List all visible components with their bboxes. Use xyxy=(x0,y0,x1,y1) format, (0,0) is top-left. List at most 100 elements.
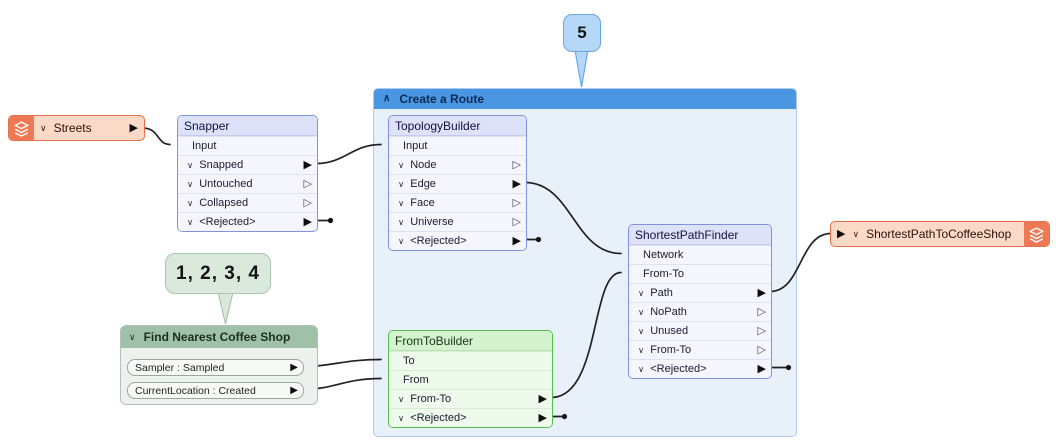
port-row-nopath[interactable]: ∨ NoPath ▷ xyxy=(629,302,771,321)
output-port-icon[interactable]: ▶ xyxy=(512,177,521,190)
annotation-callout-5[interactable]: 5 xyxy=(563,14,601,52)
output-port-icon[interactable]: ▶ xyxy=(757,362,766,375)
collapsed-bookmark-header[interactable]: ∨ Find Nearest Coffee Shop xyxy=(121,326,317,348)
transformer-title[interactable]: FromToBuilder xyxy=(389,331,552,351)
reader-node-streets[interactable]: ∨ Streets ▶ xyxy=(8,115,145,141)
port-row-unused[interactable]: ∨ Unused ▷ xyxy=(629,321,771,340)
chevron-down-icon[interactable]: ∨ xyxy=(398,235,405,246)
port-row-network[interactable]: ▶ Network xyxy=(629,245,771,264)
port-row-untouched[interactable]: ∨ Untouched ▷ xyxy=(178,174,317,193)
collapse-up-icon[interactable]: ∧ xyxy=(383,93,391,104)
output-port-icon[interactable]: ▷ xyxy=(303,196,312,209)
port-row-node[interactable]: ∨ Node ▷ xyxy=(389,155,526,174)
chevron-down-icon[interactable]: ∨ xyxy=(398,216,405,227)
port-row-collapsed[interactable]: ∨ Collapsed ▷ xyxy=(178,193,317,212)
input-port-icon[interactable]: ▶ xyxy=(629,268,630,280)
transformer-title[interactable]: Snapper xyxy=(178,116,317,136)
transformer-title[interactable]: ShortestPathFinder xyxy=(629,225,771,245)
chevron-down-icon[interactable]: ∨ xyxy=(398,197,405,208)
transformer-shortest-path-finder[interactable]: ShortestPathFinder ▶ Network ▶ From-To ∨… xyxy=(628,224,772,379)
port-row-edge[interactable]: ∨ Edge ▶ xyxy=(389,174,526,193)
writer-node-shortest-path-to-coffee-shop[interactable]: ▶ ∨ ShortestPathToCoffeeShop xyxy=(830,221,1050,247)
writer-input-port-icon[interactable]: ▶ xyxy=(837,227,846,240)
output-port-icon[interactable]: ▷ xyxy=(757,343,766,356)
output-port-icon[interactable]: ▶ xyxy=(303,215,312,228)
port-label: Untouched xyxy=(199,178,253,190)
collapsed-output-currentlocation-created[interactable]: CurrentLocation : Created ▶ xyxy=(127,382,304,399)
output-port-icon[interactable]: ▷ xyxy=(512,196,521,209)
input-port-icon[interactable]: ▶ xyxy=(389,355,390,367)
reader-label: Streets xyxy=(53,121,92,135)
chevron-down-icon[interactable]: ∨ xyxy=(187,178,194,189)
chevron-down-icon[interactable]: ∨ xyxy=(187,197,194,208)
port-label: <Rejected> xyxy=(410,412,467,424)
chevron-down-icon[interactable]: ∨ xyxy=(638,306,645,317)
output-port-icon[interactable]: ▶ xyxy=(303,158,312,171)
port-label: <Rejected> xyxy=(199,216,256,228)
port-label: <Rejected> xyxy=(650,363,707,375)
annotation-callout-1234[interactable]: 1, 2, 3, 4 xyxy=(165,253,271,294)
chevron-down-icon[interactable]: ∨ xyxy=(638,344,645,355)
bookmark-title: Create a Route xyxy=(399,92,485,106)
output-port-icon[interactable]: ▶ xyxy=(290,361,298,373)
port-row-input[interactable]: ▶ Input xyxy=(389,136,526,155)
chevron-down-icon[interactable]: ∨ xyxy=(398,159,405,170)
input-port-icon[interactable]: ▶ xyxy=(389,374,390,386)
chevron-down-icon[interactable]: ∨ xyxy=(638,325,645,336)
output-port-icon[interactable]: ▷ xyxy=(512,215,521,228)
output-port-icon[interactable]: ▶ xyxy=(538,392,547,405)
port-row-rejected[interactable]: ∨ <Rejected> ▶ xyxy=(389,408,552,427)
output-port-icon[interactable]: ▶ xyxy=(538,411,547,424)
port-row-fromto-input[interactable]: ▶ From-To xyxy=(629,264,771,283)
output-port-icon[interactable]: ▶ xyxy=(512,234,521,247)
transformer-snapper[interactable]: Snapper ▶ Input ∨ Snapped ▶ ∨ Untouched … xyxy=(177,115,318,232)
chevron-down-icon[interactable]: ∨ xyxy=(187,216,194,227)
output-port-icon[interactable]: ▶ xyxy=(290,384,298,396)
chevron-down-icon[interactable]: ∨ xyxy=(638,287,645,298)
chevron-down-icon[interactable]: ∨ xyxy=(129,331,136,342)
input-port-icon[interactable]: ▶ xyxy=(389,140,390,152)
port-label: Node xyxy=(410,159,437,171)
bookmark-header[interactable]: ∧ Create a Route xyxy=(374,89,796,109)
transformer-topology-builder[interactable]: TopologyBuilder ▶ Input ∨ Node ▷ ∨ Edge … xyxy=(388,115,527,251)
port-label: From xyxy=(403,374,429,386)
port-row-rejected[interactable]: ∨ <Rejected> ▶ xyxy=(178,212,317,231)
port-label: Face xyxy=(410,197,435,209)
output-port-icon[interactable]: ▷ xyxy=(757,324,766,337)
input-port-icon[interactable]: ▶ xyxy=(629,249,630,261)
port-row-rejected[interactable]: ∨ <Rejected> ▶ xyxy=(629,359,771,378)
output-port-icon[interactable]: ▷ xyxy=(303,177,312,190)
chevron-down-icon[interactable]: ∨ xyxy=(638,363,645,374)
collapsed-bookmark-find-nearest-coffee-shop[interactable]: ∨ Find Nearest Coffee Shop Sampler : Sam… xyxy=(120,325,318,405)
port-row-fromto[interactable]: ∨ From-To ▶ xyxy=(389,389,552,408)
port-row-path[interactable]: ∨ Path ▶ xyxy=(629,283,771,302)
output-port-icon[interactable]: ▶ xyxy=(757,286,766,299)
output-port-icon[interactable]: ▷ xyxy=(512,158,521,171)
chevron-down-icon[interactable]: ∨ xyxy=(398,178,405,189)
port-label: <Rejected> xyxy=(410,235,467,247)
port-row-to[interactable]: ▶ To xyxy=(389,351,552,370)
port-row-snapped[interactable]: ∨ Snapped ▶ xyxy=(178,155,317,174)
collapsed-bookmark-title: Find Nearest Coffee Shop xyxy=(143,330,291,344)
port-label: Input xyxy=(403,140,428,152)
input-port-icon[interactable]: ▶ xyxy=(178,140,179,152)
chevron-down-icon[interactable]: ∨ xyxy=(40,122,47,133)
port-label: Sampler : Sampled xyxy=(135,361,225,374)
output-port-icon[interactable]: ▷ xyxy=(757,305,766,318)
port-label: Snapped xyxy=(199,159,244,171)
port-row-face[interactable]: ∨ Face ▷ xyxy=(389,193,526,212)
chevron-down-icon[interactable]: ∨ xyxy=(187,159,194,170)
transformer-from-to-builder[interactable]: FromToBuilder ▶ To ▶ From ∨ From-To ▶ ∨ … xyxy=(388,330,553,428)
port-row-universe[interactable]: ∨ Universe ▷ xyxy=(389,212,526,231)
chevron-down-icon[interactable]: ∨ xyxy=(398,412,405,423)
transformer-title[interactable]: TopologyBuilder xyxy=(389,116,526,136)
port-row-from[interactable]: ▶ From xyxy=(389,370,552,389)
port-row-rejected[interactable]: ∨ <Rejected> ▶ xyxy=(389,231,526,250)
port-row-fromto-output[interactable]: ∨ From-To ▷ xyxy=(629,340,771,359)
port-row-input[interactable]: ▶ Input xyxy=(178,136,317,155)
port-label: From-To xyxy=(643,268,684,280)
chevron-down-icon[interactable]: ∨ xyxy=(398,393,405,404)
chevron-down-icon[interactable]: ∨ xyxy=(852,228,860,239)
collapsed-output-sampler-sampled[interactable]: Sampler : Sampled ▶ xyxy=(127,359,304,376)
reader-output-port-icon[interactable]: ▶ xyxy=(129,121,138,134)
